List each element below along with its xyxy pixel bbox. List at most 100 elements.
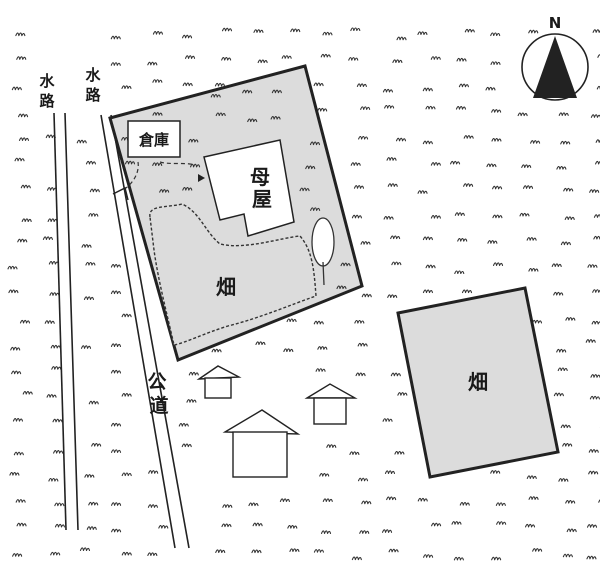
main-house-char-2: 屋 (252, 187, 272, 211)
lot-grass-texture (121, 89, 351, 290)
grass-mark (221, 56, 232, 61)
grass-mark (10, 346, 21, 351)
grass-mark (386, 496, 397, 501)
grass-mark (110, 62, 121, 66)
grass-mark (110, 422, 122, 427)
grass-mark (422, 236, 433, 241)
grass-mark (394, 450, 405, 455)
grass-mark (563, 187, 574, 192)
grass-mark (556, 348, 567, 353)
grass-mark (182, 82, 193, 87)
grass-mark (210, 93, 221, 98)
grass-mark (152, 162, 163, 166)
grass-mark (158, 524, 169, 529)
grass-mark (457, 238, 468, 242)
grass-mark (121, 472, 132, 477)
grass-mark (526, 475, 537, 479)
grass-mark (454, 270, 465, 275)
grass-mark (283, 348, 294, 353)
grass-mark (320, 530, 332, 534)
grass-mark (322, 498, 333, 502)
grass-mark (152, 31, 163, 35)
grass-mark (52, 418, 63, 423)
grass-mark (431, 522, 442, 527)
grass-mark (147, 552, 158, 556)
grass-mark (461, 289, 473, 294)
grass-mark (387, 183, 398, 187)
grass-mark (319, 472, 330, 477)
grass-mark (178, 422, 189, 427)
grass-mark (386, 157, 397, 161)
grass-mark (257, 59, 268, 64)
grass-mark (81, 244, 92, 248)
grass-mark (490, 470, 501, 474)
grass-mark (15, 499, 26, 503)
public-road-char-2: 道 (149, 394, 168, 417)
grass-mark (430, 215, 441, 219)
grass-mark (13, 451, 24, 456)
grass-mark (556, 166, 567, 170)
grass-mark (350, 162, 361, 166)
grass-mark (532, 548, 543, 552)
grass-mark (422, 140, 433, 145)
grass-mark (340, 262, 351, 267)
grass-mark (592, 289, 600, 293)
waterway-right-char-2: 路 (85, 86, 101, 104)
small-hut-2-icon (304, 383, 358, 425)
grass-mark (88, 400, 99, 405)
grass-mark (528, 496, 539, 500)
grass-mark (390, 372, 401, 377)
main-house-building (203, 139, 295, 237)
grass-mark (320, 53, 331, 58)
grass-mark (215, 112, 226, 117)
waterway-left-label: 水 路 (39, 72, 55, 110)
grass-mark (353, 185, 365, 189)
grass-mark (595, 139, 600, 143)
public-road-lines (100, 114, 190, 549)
grass-mark (242, 89, 253, 94)
grass-mark (46, 187, 58, 191)
right-field-label: 畑 (468, 370, 488, 394)
grass-mark (551, 263, 562, 268)
grass-mark (80, 345, 92, 349)
grass-mark (430, 162, 441, 166)
grass-mark (305, 165, 316, 170)
grass-mark (18, 137, 30, 141)
grass-mark (519, 212, 530, 217)
grass-mark (16, 56, 27, 60)
grass-mark (382, 418, 393, 422)
grass-mark (384, 104, 395, 109)
grass-mark (11, 370, 22, 375)
grass-mark (12, 417, 23, 422)
grass-mark (147, 61, 158, 66)
grass-mark (395, 137, 407, 142)
grass-mark (562, 442, 573, 447)
grass-mark (450, 160, 461, 165)
main-house-label: 母 屋 (250, 165, 272, 211)
grass-mark (279, 498, 290, 502)
grass-mark (423, 554, 434, 558)
grass-mark (391, 261, 402, 266)
grass-mark (455, 106, 467, 110)
grass-mark (558, 478, 569, 482)
grass-mark (596, 85, 600, 90)
grass-mark (110, 290, 121, 295)
grass-mark (357, 477, 369, 482)
grass-mark (417, 190, 428, 194)
grass-mark (354, 319, 365, 324)
north-arrow-icon (533, 36, 577, 98)
waterway-left-char-1: 水 (39, 72, 55, 90)
grass-mark (121, 313, 132, 318)
grass-mark (222, 504, 233, 508)
grass-mark (417, 497, 428, 502)
grass-mark (463, 183, 474, 187)
grass-mark (186, 399, 197, 403)
grass-mark (422, 87, 433, 92)
grass-mark (211, 348, 222, 353)
grass-mark (528, 268, 539, 272)
grass-mark (357, 342, 368, 347)
waterway-lines (53, 112, 79, 531)
grass-mark (361, 293, 372, 298)
